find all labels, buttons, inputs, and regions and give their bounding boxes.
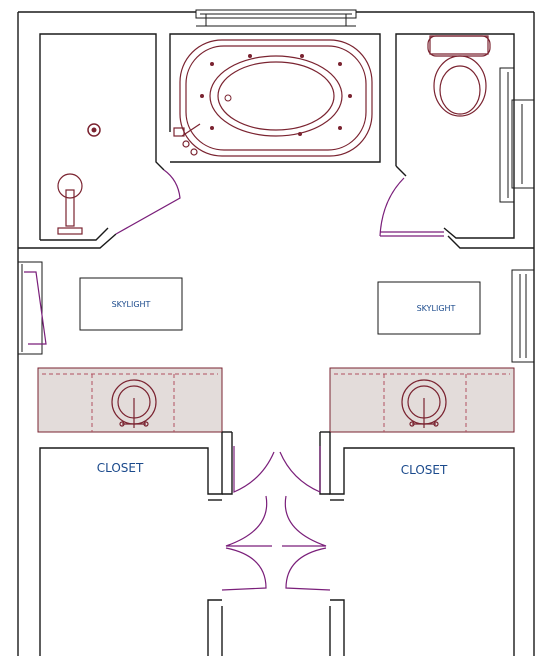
left-window: [17, 261, 47, 355]
bathtub-icon: [179, 39, 373, 157]
shower-door: [115, 169, 181, 235]
tub-alcove: [169, 33, 381, 163]
shower-bench: [57, 173, 83, 235]
vanity-right: [329, 367, 515, 433]
right-window-lower: [511, 269, 535, 363]
top-window: [195, 9, 357, 27]
skylight-right-label: SKYLIGHT: [417, 304, 456, 313]
closet-left-walls: [39, 432, 233, 656]
closet-right-label: CLOSET: [401, 463, 448, 477]
tub-faucet-icon: [173, 123, 201, 156]
toilet-icon: [427, 35, 491, 117]
right-window-upper: [499, 67, 535, 203]
skylight-right: SKYLIGHT: [377, 281, 481, 335]
vanity-left: [37, 367, 223, 433]
closet-doors: [221, 446, 331, 591]
skylight-left: SKYLIGHT: [79, 277, 183, 331]
skylight-left-label: SKYLIGHT: [112, 300, 151, 309]
toilet-room-door: [379, 177, 444, 237]
shower-drain: [87, 123, 101, 137]
shower-room: [18, 33, 165, 249]
closet-left-label: CLOSET: [97, 461, 144, 475]
